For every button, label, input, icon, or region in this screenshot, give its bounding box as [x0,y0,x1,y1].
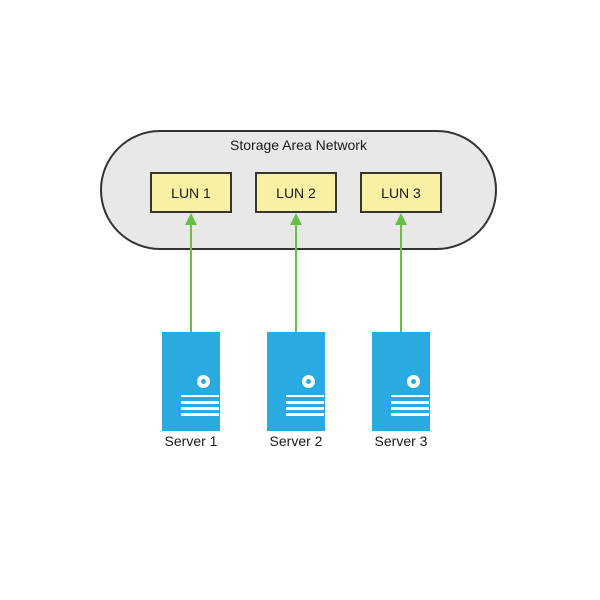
server-label-3: Server 3 [374,433,428,449]
arrow-head-icon [185,213,197,225]
lun-label-3: LUN 3 [381,184,421,201]
server-vents-icon [286,395,324,419]
lun-node-3: LUN 3 [360,172,442,213]
server-node-1 [162,332,220,431]
connector-server2-to-lun2 [290,213,302,332]
server-node-2 [267,332,325,431]
arrow-head-icon [290,213,302,225]
arrow-line [295,224,297,332]
lun-node-1: LUN 1 [150,172,232,213]
server-led-icon [302,375,315,388]
arrow-line [400,224,402,332]
san-title: Storage Area Network [230,137,367,153]
server-label-1: Server 1 [164,433,218,449]
server-led-icon [197,375,210,388]
lun-label-2: LUN 2 [276,184,316,201]
connector-server3-to-lun3 [395,213,407,332]
server-vents-icon [181,395,219,419]
arrow-head-icon [395,213,407,225]
server-label-2: Server 2 [269,433,323,449]
connector-server1-to-lun1 [185,213,197,332]
server-node-3 [372,332,430,431]
server-led-icon [407,375,420,388]
lun-label-1: LUN 1 [171,184,211,201]
server-vents-icon [391,395,429,419]
arrow-line [190,224,192,332]
lun-node-2: LUN 2 [255,172,337,213]
